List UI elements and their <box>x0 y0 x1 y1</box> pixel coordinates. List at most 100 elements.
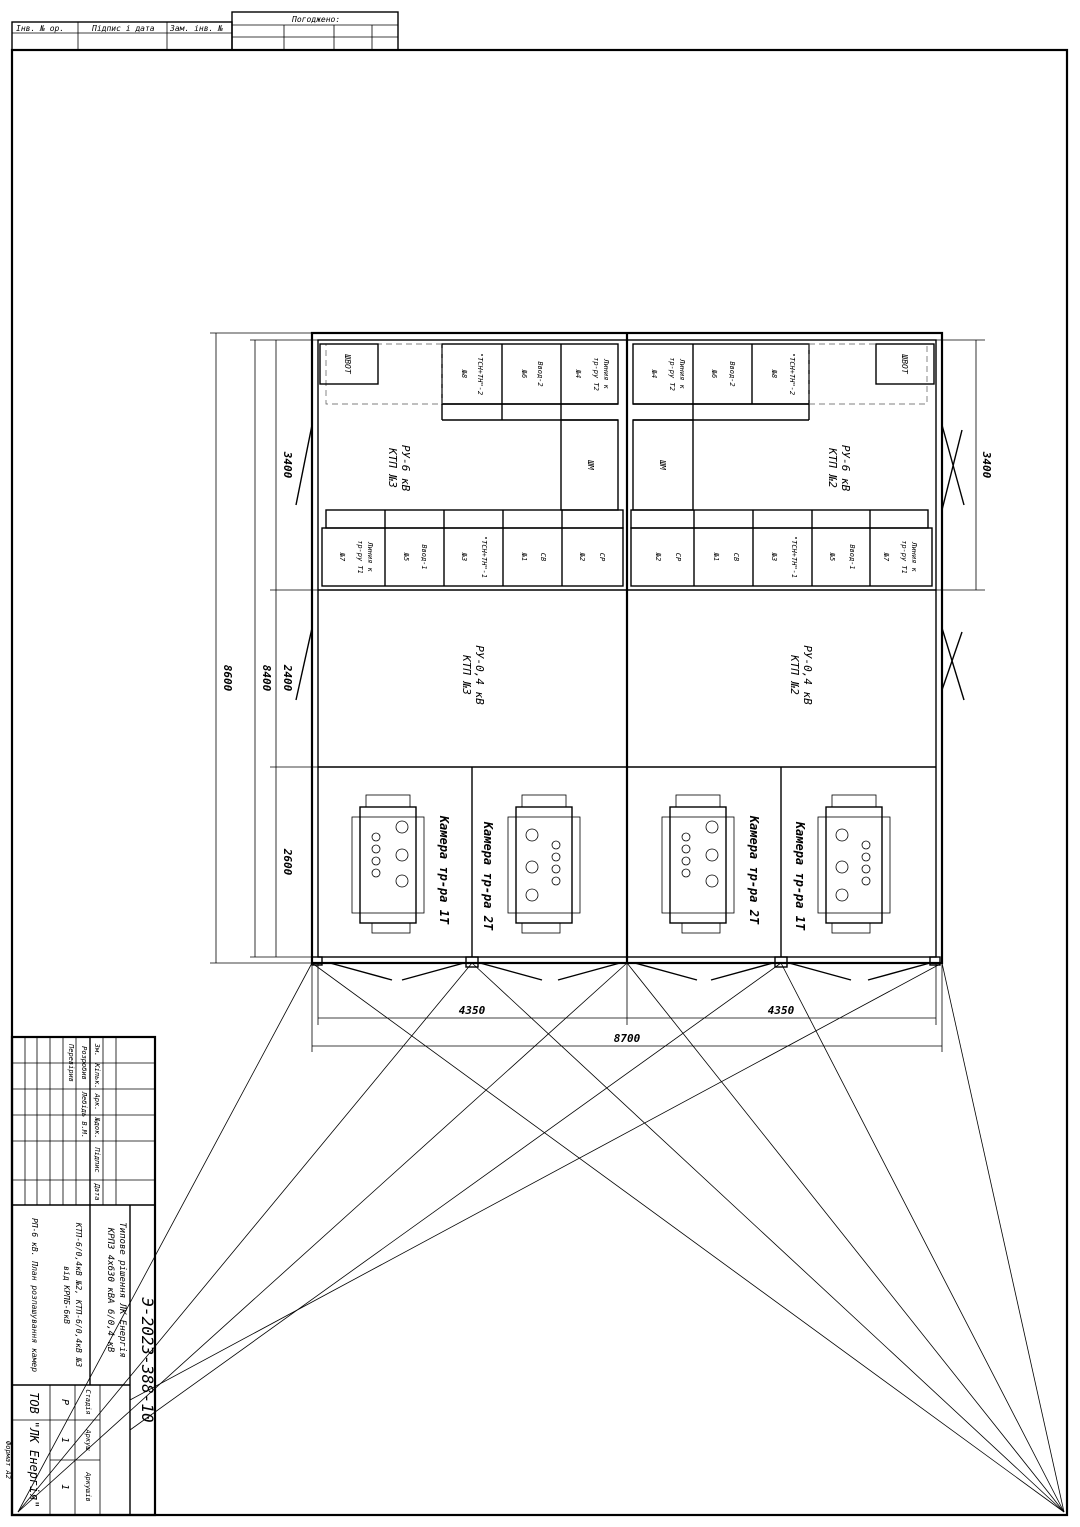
cell-vvod1-r: Ввод-1 <box>848 544 856 569</box>
cell-n5-l: №5 <box>402 552 410 561</box>
dim-2600: 2600 <box>281 848 294 876</box>
cell-line-t2a-l: Линия к <box>602 358 610 389</box>
tb-h-ndok: №док. <box>93 1116 101 1138</box>
cell-line-t1a-l: Линия к <box>366 541 374 572</box>
cell-sv-l: СВ <box>539 553 547 561</box>
label-lv-kt2: РУ-0,4 кВ <box>801 645 814 705</box>
stamp-repl-inv: Зам. інв. № <box>169 24 223 33</box>
dim-4350-right: 4350 <box>768 1004 795 1017</box>
label-cam-2t-b: Камера тр-ра 2Т <box>747 815 761 925</box>
cell-n2-l: №2 <box>578 552 586 561</box>
dim-3400-left: 3400 <box>281 451 294 479</box>
tb-perevir: Перевірив <box>67 1043 75 1082</box>
label-lv-kt3-sub: КТП №3 <box>460 654 473 695</box>
stamp-sign-date: Підпис і дата <box>91 24 155 33</box>
cell-line-t1b-l: тр-ру Т1 <box>356 540 364 574</box>
label-lv-kt2-sub: КТП №2 <box>788 654 801 695</box>
label-cam-1t: Камера тр-ра 1Т <box>437 815 451 925</box>
cell-n8-r: №8 <box>770 369 778 378</box>
label-shvot-right: ШВОТ <box>900 353 909 374</box>
transformer-1t-b <box>817 794 891 934</box>
tb-desc1: Типове рішення ЛК Енергія <box>117 1222 127 1357</box>
tb-plan: РП-6 кВ. План розпашування камер <box>30 1218 39 1372</box>
top-stamp: Інв. № ор. Підпис і дата Зам. інв. № Пог… <box>11 11 399 51</box>
cell-n4-l: №4 <box>574 369 582 378</box>
tb-stage: Р <box>59 1399 70 1405</box>
label-lv-kt3: РУ-0,4 кВ <box>473 645 486 705</box>
cell-n4-r: №4 <box>650 369 658 378</box>
tb-razrob: Розробив <box>80 1046 88 1080</box>
construction-lines <box>17 962 1065 1513</box>
tb-sheet: 1 <box>59 1437 70 1443</box>
cell-n6-l: №6 <box>520 369 528 378</box>
cell-sr-l: СР <box>598 553 606 562</box>
cell-n5-r: №5 <box>828 552 836 561</box>
tb-h-ark: Арк. <box>93 1093 101 1111</box>
tb-format: Формат А2 <box>4 1441 12 1479</box>
tb-h-pidpys: Підпис <box>93 1146 101 1172</box>
cell-line-t1a-r: Линия к <box>910 541 918 572</box>
cell-n1-r: №1 <box>712 552 720 561</box>
transformer-2t-a <box>507 794 581 934</box>
label-rp-kt2: РУ-6 кВ <box>839 445 852 492</box>
cell-n1-l: №1 <box>520 552 528 561</box>
room-labels: РУ-6 кВ КТП №3 РУ-6 кВ КТП №2 РУ-0,4 кВ … <box>343 353 909 931</box>
tb-code: Э-2023-388-10 <box>138 1297 157 1422</box>
cell-n3-l: №3 <box>460 552 468 561</box>
cell-n6-r: №6 <box>710 369 718 378</box>
tb-h-data: Дата <box>93 1183 101 1201</box>
cell-tsn1-l: "ТСН+ТН"-1 <box>480 536 488 578</box>
cell-n8-l: №8 <box>460 369 468 378</box>
label-cam-1t-b: Камера тр-ра 1Т <box>793 821 807 931</box>
cell-vvod2-l: Ввод-2 <box>536 361 544 386</box>
transformer-1t-a <box>351 794 425 934</box>
cell-sr-r: СР <box>674 553 682 562</box>
tb-sheet-name2: від КРПБ-6кВ <box>62 1266 71 1324</box>
label-shm-left: ШМ <box>586 459 595 471</box>
label-shm-right: ШМ <box>658 459 667 471</box>
stamp-inv-no: Інв. № ор. <box>16 24 64 33</box>
stamp-agreed: Погоджено: <box>291 15 340 24</box>
dimensions: 8600 8400 3400 2400 2600 3400 4350 4350 … <box>210 332 993 1052</box>
tb-sheets-h: Аркушів <box>84 1471 92 1502</box>
tb-desc2: КРПЗ 4х630 кВА 6/0,4 кВ <box>105 1227 115 1353</box>
label-rp-kt3: РУ-6 кВ <box>399 445 412 492</box>
cell-sv-r: СВ <box>732 553 740 561</box>
tb-stage-h: Стадія <box>84 1389 92 1414</box>
label-rp-kt2-sub: КТП №2 <box>826 447 839 488</box>
cells-top-right: Линия к тр-ру Т2 №4 Ввод-2 №6 "ТСН+ТН"-2… <box>650 353 796 395</box>
cell-tsn2-l: "ТСН+ТН"-2 <box>476 353 484 395</box>
tb-sheet-h: Аркуш <box>84 1428 92 1451</box>
transformer-2t-b <box>661 794 735 934</box>
cell-tsn2-r: "ТСН+ТН"-2 <box>788 353 796 395</box>
cell-n2-r: №2 <box>654 552 662 561</box>
cell-vvod2-r: Ввод-2 <box>728 361 736 386</box>
label-rp-kt3-sub: КТП №3 <box>386 447 399 488</box>
cells-bottom-left: Линия к тр-ру Т1 №7 Ввод-1 №5 "ТСН+ТН"-1… <box>338 536 606 578</box>
cells-top-left: "ТСН+ТН"-2 №8 Ввод-2 №6 Линия к тр-ру Т2… <box>460 353 610 395</box>
dim-8700: 8700 <box>614 1032 641 1045</box>
cells-bottom-right: СР №2 СВ №1 "ТСН+ТН"-1 №3 Ввод-1 №5 Лини… <box>654 536 918 578</box>
cell-n7-l: №7 <box>338 552 346 562</box>
label-shvot-left: ШВОТ <box>343 353 352 374</box>
tb-sheets: 1 <box>59 1484 70 1490</box>
dim-4350-left: 4350 <box>459 1004 486 1017</box>
tb-h-kilk: Кільк. <box>93 1062 101 1088</box>
sheet-frame <box>10 48 1069 1517</box>
title-block: Зм. Кільк. Арк. №док. Підпис Дата Розроб… <box>4 1035 157 1517</box>
cell-tsn1-r: "ТСН+ТН"-1 <box>790 536 798 578</box>
building-plan <box>295 331 965 981</box>
dim-8600: 8600 <box>221 665 234 692</box>
cell-n7-r: №7 <box>882 552 890 562</box>
dim-8400: 8400 <box>260 665 273 692</box>
cell-line-t2a-r: Линия к <box>678 358 686 389</box>
tb-company: ТОВ "ЛК Енергія" <box>27 1392 41 1508</box>
cell-vvod1-l: Ввод-1 <box>420 544 428 569</box>
dim-2400: 2400 <box>281 664 294 692</box>
cell-n3-r: №3 <box>770 552 778 561</box>
label-cam-2t-a: Камера тр-ра 2Т <box>481 821 495 931</box>
tb-sheet-name1: КТП-6/0,4кВ №2, КТП-6/0,4кВ №3 <box>74 1222 83 1368</box>
tb-h-zm: Зм. <box>93 1043 101 1057</box>
cell-line-t2b-r: тр-ру Т2 <box>668 357 676 391</box>
